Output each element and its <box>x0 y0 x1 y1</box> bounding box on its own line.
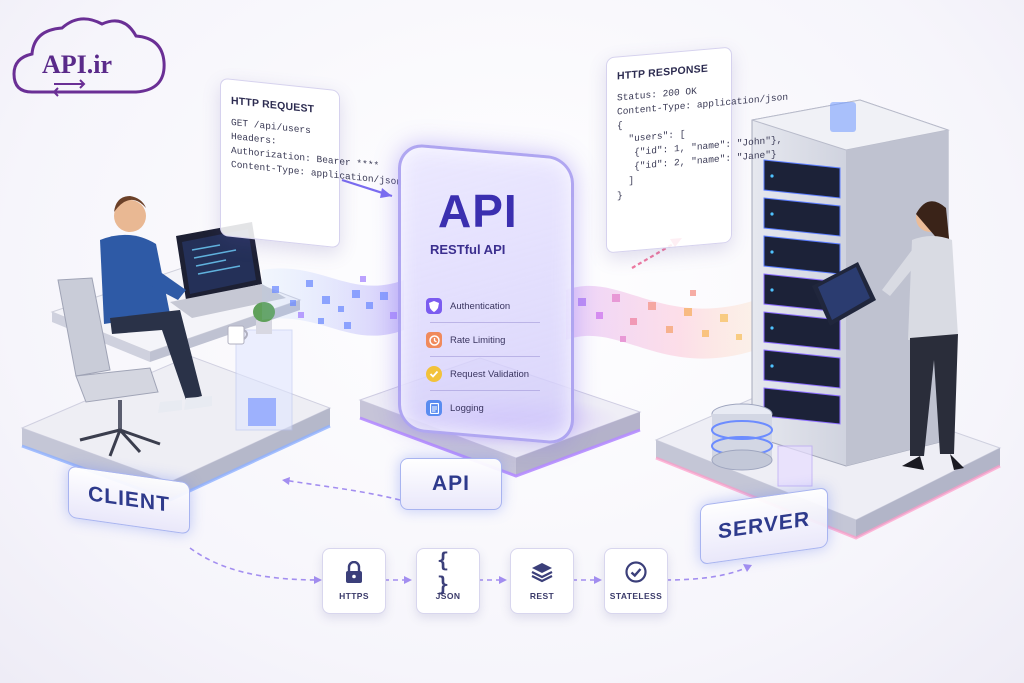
shield-icon <box>426 298 442 314</box>
database-icon <box>712 404 772 470</box>
badge-label: JSON <box>436 591 461 601</box>
feature-label: Authentication <box>450 301 510 312</box>
feature-authentication: Authentication <box>426 292 546 320</box>
badge-https: HTTPS <box>322 548 386 614</box>
clock-icon <box>426 332 442 348</box>
badge-rest: REST <box>510 548 574 614</box>
badge-stateless: STATELESS <box>604 548 668 614</box>
api-panel-subtitle: RESTful API <box>430 242 505 257</box>
response-title: HTTP RESPONSE <box>617 60 721 83</box>
client-to-api-data-stream <box>262 268 404 335</box>
glass-cube <box>778 446 812 486</box>
badge-json: { } JSON <box>416 548 480 614</box>
feature-logging: Logging <box>426 394 546 422</box>
logo-text: API.ir <box>42 50 112 80</box>
badge-label: REST <box>530 591 554 601</box>
document-icon <box>426 400 442 416</box>
api-label: API <box>400 458 502 510</box>
feature-divider <box>430 322 540 323</box>
layers-icon <box>531 561 553 583</box>
api-panel-title: API <box>438 184 518 238</box>
badge-label: HTTPS <box>339 591 369 601</box>
braces-icon: { } <box>437 561 459 583</box>
feature-divider <box>430 390 540 391</box>
lock-icon <box>343 561 365 583</box>
feature-label: Logging <box>450 403 484 414</box>
feature-divider <box>430 356 540 357</box>
feature-rate-limiting: Rate Limiting <box>426 326 546 354</box>
mug <box>228 326 247 344</box>
api-to-server-data-stream <box>566 286 756 359</box>
feature-label: Request Validation <box>450 369 529 380</box>
http-request-card: HTTP REQUEST GET /api/users Headers: Aut… <box>220 78 340 249</box>
badge-label: STATELESS <box>610 591 662 601</box>
http-response-card: HTTP RESPONSE Status: 200 OK Content-Typ… <box>606 46 732 253</box>
feature-request-validation: Request Validation <box>426 360 546 388</box>
check-circle-icon <box>625 561 647 583</box>
check-icon <box>426 366 442 382</box>
feature-label: Rate Limiting <box>450 335 505 346</box>
request-title: HTTP REQUEST <box>231 94 329 118</box>
